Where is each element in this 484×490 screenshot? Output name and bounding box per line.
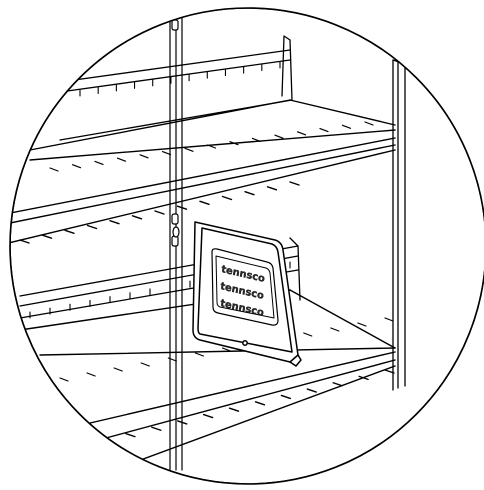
- slot-mark: [151, 426, 162, 431]
- slot-mark: [49, 167, 59, 172]
- slot-mark: [184, 147, 194, 152]
- shelf-divider-panel: [192, 221, 302, 367]
- slot-mark: [221, 347, 232, 352]
- slot-mark: [332, 382, 343, 387]
- lower-shelf-slots: [99, 369, 395, 444]
- slot-mark: [59, 377, 69, 382]
- slot-mark: [86, 372, 96, 377]
- slot-mark: [358, 375, 369, 381]
- slot-mark: [254, 401, 266, 406]
- slot-mark: [357, 322, 367, 327]
- slot-mark: [202, 413, 214, 419]
- slot-mark: [244, 190, 255, 196]
- slot-mark: [289, 181, 300, 186]
- slot-mark: [176, 205, 188, 210]
- slot-mark: [140, 362, 150, 367]
- slot-mark: [274, 134, 284, 139]
- slot-mark: [341, 124, 352, 129]
- top-shelf-slots: [19, 181, 300, 244]
- left-upright-post: [169, 8, 183, 471]
- top-rail-ticks: [79, 61, 281, 97]
- slot-mark: [19, 239, 30, 244]
- slot-mark: [221, 195, 233, 201]
- slot-mark: [113, 367, 123, 372]
- slot-mark: [71, 164, 82, 169]
- slot-mark: [199, 200, 210, 206]
- top-shelf-rear-slots: [49, 121, 374, 172]
- slot-mark: [94, 160, 104, 166]
- slot-mark: [251, 137, 262, 143]
- slot-mark: [41, 234, 53, 239]
- slot-mark: [154, 210, 165, 215]
- slot-mark: [384, 369, 395, 374]
- right-upright-post: [392, 59, 406, 391]
- slot-mark: [384, 317, 394, 322]
- slot-mark: [125, 432, 136, 438]
- slot-mark: [167, 357, 177, 362]
- slot-mark: [229, 141, 239, 146]
- slot-mark: [177, 420, 188, 425]
- slot-mark: [194, 352, 205, 357]
- slot-mark: [64, 229, 75, 235]
- slot-mark: [206, 144, 217, 149]
- slot-mark: [109, 219, 120, 225]
- slot-mark: [266, 186, 278, 191]
- top-shelf: [10, 99, 396, 246]
- slot-mark: [306, 388, 317, 393]
- slot-mark: [280, 394, 292, 400]
- slot-mark: [161, 150, 172, 156]
- slot-mark: [296, 131, 307, 136]
- slot-mark: [303, 332, 313, 337]
- slot-mark: [319, 127, 329, 133]
- slot-mark: [86, 224, 98, 230]
- lower-shelf: [19, 289, 396, 476]
- slot-mark: [131, 215, 143, 220]
- slot-mark: [139, 154, 149, 159]
- slot-mark: [330, 327, 340, 332]
- slot-mark: [364, 121, 374, 126]
- slot-mark: [228, 407, 240, 412]
- slot-mark: [116, 157, 127, 162]
